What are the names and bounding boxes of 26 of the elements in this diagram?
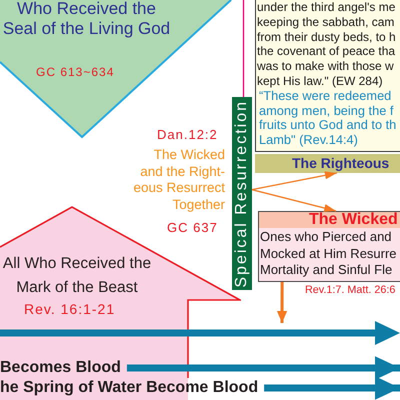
body-text: Ones who Pierced and Mocked at Him Resurre Mortality and Sinful Fle xyxy=(259,228,398,278)
label-text: Becomes Blood xyxy=(0,359,121,377)
heading-band xyxy=(255,154,400,173)
vertical-label: Speical Resurrection xyxy=(232,100,251,288)
heading-text: The Wicked xyxy=(309,212,398,228)
caption-text: The Wicked and the Right- eous Resurrect Together xyxy=(132,147,225,214)
quote-box xyxy=(255,0,400,152)
reference-text: GC 637 xyxy=(167,220,218,236)
arrow xyxy=(264,376,400,400)
reference-text: GC 613~634 xyxy=(36,64,114,80)
quote-text: “These were redeemed among men, being the f fruits unto God and to th Lamb" (Rev.14:4) xyxy=(258,88,398,148)
arrow xyxy=(252,189,336,212)
heading-text: The Righteous xyxy=(292,154,390,173)
pentagon-shape xyxy=(0,0,232,139)
reference-text: Rev. 16:1-21 xyxy=(24,300,116,318)
heading-text: Who Received the Seal of the Living God xyxy=(2,0,172,38)
arrow xyxy=(126,356,400,380)
arrow xyxy=(276,282,288,323)
reference-text: Rev.1:7. Matt. 26:6 xyxy=(305,284,396,297)
reference-text: Dan.12:2 xyxy=(157,127,218,143)
label-text: he Spring of Water Become Blood xyxy=(0,379,258,397)
arrow xyxy=(252,171,338,190)
quote-text: under the third angel's me keeping the sabbath, cam from their dusty beds, to h the covenant of peace tha was to make with those w kept His law." (EW 284) xyxy=(256,0,397,89)
heading-text: All Who Received the Mark of the Beast xyxy=(2,254,152,298)
connector-line xyxy=(242,0,244,97)
info-box xyxy=(258,211,400,282)
